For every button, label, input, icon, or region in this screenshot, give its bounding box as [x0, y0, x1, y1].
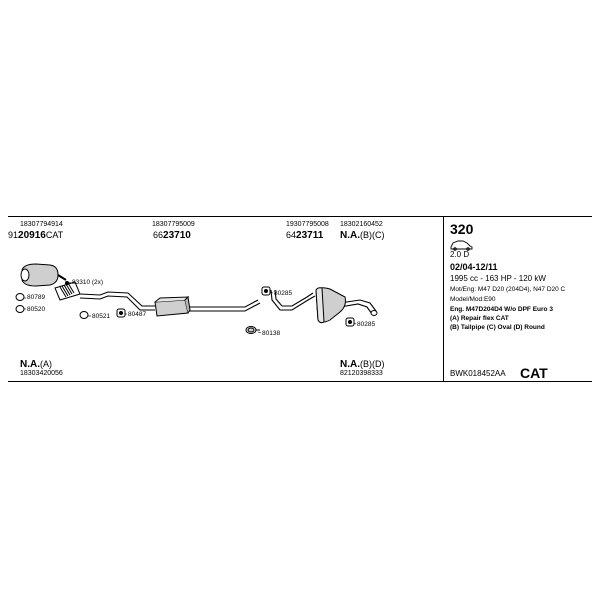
reference-5-suffix: (A) — [40, 359, 52, 369]
reference-4-suffix: (B)(C) — [360, 230, 385, 240]
vehicle-engine: 2.0 D — [450, 250, 470, 259]
frame-divider-line — [443, 216, 444, 382]
hanger-80285a[interactable] — [261, 286, 271, 296]
fitting-80521-label: 80521 — [92, 313, 111, 320]
reference-3-code: 23711 — [296, 230, 324, 241]
frame-bottom-line — [8, 381, 592, 382]
vehicle-power: 1995 cc - 163 HP - 120 kW — [450, 274, 546, 283]
part-number-6: 82120398333 — [340, 370, 383, 377]
reference-4[interactable]: N.A.(B)(C) — [340, 231, 385, 241]
vehicle-model: 320 — [450, 221, 474, 237]
rear-silencer[interactable] — [315, 287, 346, 324]
part-number-3: 19307795008 — [286, 221, 329, 228]
vehicle-note-a: (A) Repair flex CAT — [450, 315, 509, 322]
part-number-4: 18302160452 — [340, 221, 383, 228]
vehicle-mot-eng: Mot/Eng: M47 D20 (204D4), N47 D20 C — [450, 286, 566, 293]
fitting-80789-label: 80789 — [27, 294, 46, 301]
vehicle-eng-note: Eng. M47D204D4 W/o DPF Euro 3 — [450, 306, 553, 313]
fitting-80487-label: 80487 — [128, 311, 147, 318]
center-silencer[interactable] — [154, 295, 191, 317]
leader-lines — [24, 282, 357, 334]
reference-3[interactable]: 6423711 — [286, 231, 323, 241]
frame-top-line — [8, 216, 592, 217]
middle-pipe[interactable] — [79, 291, 261, 312]
reference-3-prefix: 64 — [286, 230, 297, 240]
reference-1-prefix: 91 — [8, 230, 19, 240]
part-number-1: 18307794914 — [20, 221, 63, 228]
part-number-5: 18303420056 — [20, 370, 63, 377]
fitting-80520-label: 80520 — [27, 306, 46, 313]
hanger-80487[interactable] — [116, 308, 126, 318]
reference-5-code: N.A. — [20, 359, 40, 370]
fitting-80138-label: 80138 — [262, 330, 281, 337]
clamp-80138[interactable] — [245, 326, 260, 334]
gasket-80789[interactable] — [15, 293, 25, 301]
reference-5[interactable]: N.A.(A) — [20, 360, 52, 370]
part-number-2: 18307795009 — [152, 221, 195, 228]
vehicle-note-b: (B) Tailpipe (C) Oval (D) Round — [450, 324, 545, 331]
catalytic-converter[interactable] — [20, 263, 67, 287]
reference-1-code: 20916 — [18, 230, 46, 241]
vehicle-model-mod: Model/Mod:E90 — [450, 296, 496, 303]
kit-type: CAT — [520, 365, 548, 381]
fitting-80285b-label: 80285 — [357, 321, 376, 328]
vehicle-period: 02/04-12/11 — [450, 262, 498, 272]
reference-6-suffix: (B)(D) — [360, 359, 385, 369]
rear-pipe[interactable] — [270, 289, 377, 315]
reference-1[interactable]: 9120916CAT — [8, 231, 63, 241]
gasket-80520[interactable] — [15, 305, 25, 313]
reference-6[interactable]: N.A.(B)(D) — [340, 360, 385, 370]
car-icon — [450, 240, 473, 251]
fitting-80285a-label: 80285 — [274, 290, 293, 297]
gasket-80521[interactable] — [79, 311, 89, 319]
reference-2-prefix: 66 — [153, 230, 164, 240]
reference-1-suffix: CAT — [45, 230, 64, 240]
hanger-80285b[interactable] — [345, 317, 355, 327]
bolt-83310[interactable] — [65, 281, 72, 285]
reference-6-code: N.A. — [340, 359, 360, 370]
kit-code: BWK018452AA — [450, 369, 506, 378]
reference-4-code: N.A. — [340, 230, 360, 241]
fitting-83310-label: 83310 (2x) — [72, 279, 104, 286]
tailpipe[interactable] — [370, 310, 378, 316]
reference-2[interactable]: 6623710 — [153, 231, 191, 241]
reference-2-code: 23710 — [163, 230, 191, 241]
